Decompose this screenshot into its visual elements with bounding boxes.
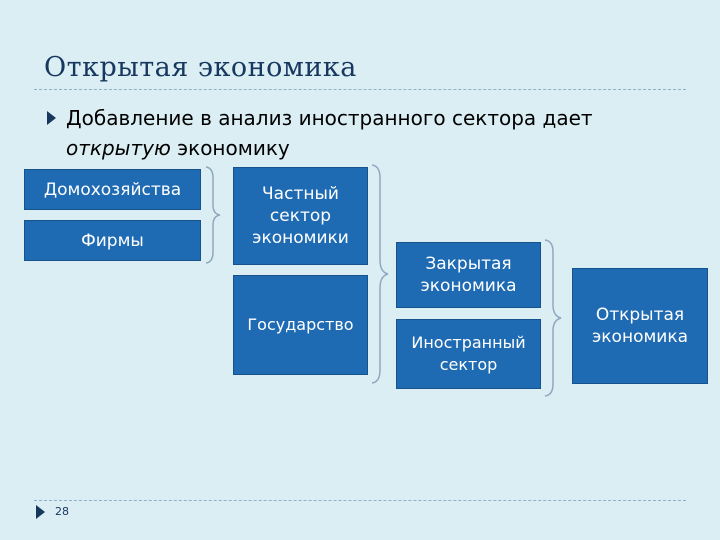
foreign-sector-box: Иностранный сектор [396, 319, 541, 389]
bullet-text-italic: открытую [66, 136, 171, 160]
closed-economy-box: Закрытая экономика [396, 242, 541, 308]
private-sector-box: Частный сектор экономики [233, 167, 368, 265]
household-box: Домохозяйства [24, 169, 201, 210]
bullet-text: Добавление в анализ иностранного сектора… [66, 103, 656, 163]
bullet-text-main: Добавление в анализ иностранного сектора… [66, 106, 593, 130]
bracket-sectors-closed [371, 164, 389, 384]
bullet-text-end: экономику [170, 136, 290, 160]
footer-arrow-icon [36, 505, 45, 519]
bracket-household-firms [205, 166, 221, 264]
page-number: 28 [55, 505, 69, 518]
firms-box: Фирмы [24, 220, 201, 261]
footer-divider [34, 500, 686, 501]
government-box: Государство [233, 275, 368, 375]
bracket-closed-foreign-open [544, 239, 562, 397]
bullet-arrow-icon [47, 111, 56, 125]
open-economy-box: Открытая экономика [572, 268, 708, 384]
slide-title: Открытая экономика [44, 52, 357, 83]
title-divider [34, 89, 686, 90]
